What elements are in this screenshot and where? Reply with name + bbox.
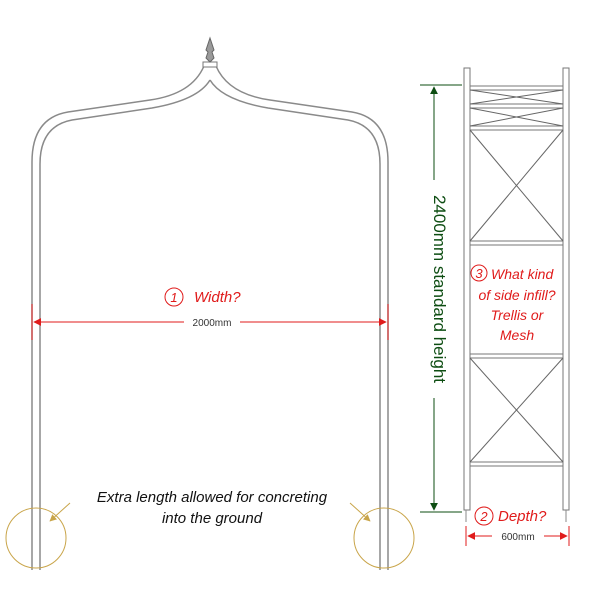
number-badge-1 (164, 287, 184, 307)
width-question-label: Width? (194, 289, 241, 306)
infill-question-line-1: What kind (491, 266, 554, 282)
infill-question-line-2: of side infill? (478, 287, 555, 303)
footing-circle-right (353, 507, 415, 569)
height-dimension (420, 84, 462, 513)
footing-circle-left (5, 507, 67, 569)
width-question-number: 1 (170, 290, 177, 305)
height-dimension-label: 2400mm standard height (430, 195, 449, 383)
width-dimension-label: 2000mm (193, 318, 232, 329)
infill-question-number: 3 (475, 266, 483, 281)
side-view-frame (463, 67, 570, 522)
pointer-arrow-left (49, 502, 71, 522)
pointer-arrow-right (349, 502, 371, 522)
depth-question-number: 2 (479, 509, 488, 524)
infill-question-line-3: Trellis or (491, 307, 545, 323)
width-dimension (31, 304, 389, 340)
depth-dimension (465, 526, 570, 546)
number-badge-2 (474, 506, 494, 526)
number-badge-3 (470, 264, 488, 282)
infill-question-line-4: Mesh (500, 327, 534, 343)
finial-icon (205, 36, 215, 63)
depth-question: 2 Depth? (474, 506, 547, 526)
depth-question-label: Depth? (498, 508, 547, 525)
ground-note-line-2: into the ground (162, 510, 263, 527)
depth-dimension-label: 600mm (501, 532, 534, 543)
infill-question: 3 What kind of side infill? Trellis or M… (470, 264, 556, 343)
side-infill-bracing (469, 89, 564, 463)
ground-note-line-1: Extra length allowed for concreting (97, 489, 328, 506)
width-question: 1 Width? (164, 287, 241, 307)
